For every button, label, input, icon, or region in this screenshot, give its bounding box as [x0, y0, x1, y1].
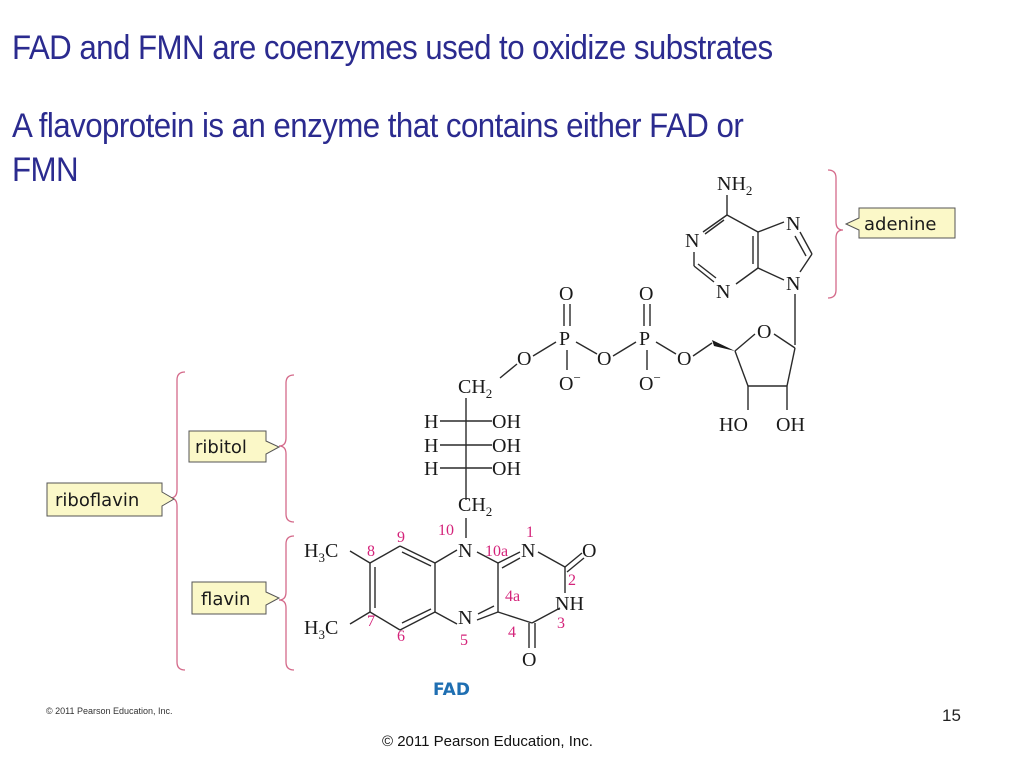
diphosphate-group: O P O O− O P O O− O — [499, 283, 713, 395]
atom-h-2: H — [424, 435, 438, 457]
atom-n5: N — [458, 607, 472, 629]
bullet-coenzymes: FAD and FMN are coenzymes used to oxidiz… — [12, 29, 773, 67]
ring-number-4a: 4a — [505, 588, 520, 605]
ring-number-5: 5 — [460, 632, 468, 649]
atom-oh-1: OH — [492, 411, 521, 433]
atom-n1: N — [521, 540, 535, 562]
svg-text:riboflavin: riboflavin — [55, 490, 139, 511]
callout-adenine: adenine — [844, 207, 956, 239]
brace-ribitol — [278, 374, 295, 523]
ring-number-10a: 10a — [485, 543, 508, 560]
atom-o-c4: O — [522, 649, 536, 671]
callout-ribitol: ribitol — [188, 430, 281, 463]
atom-oh-ribose: OH — [776, 414, 805, 436]
atom-n9-adenine: N — [786, 273, 800, 295]
atom-h3c-7: H3C — [304, 617, 338, 642]
callout-riboflavin: riboflavin — [46, 482, 175, 517]
atom-o-minus1: O− — [559, 370, 581, 395]
atom-ho-ribose: HO — [719, 414, 748, 436]
ring-number-4: 4 — [508, 624, 516, 641]
atom-n1-adenine: N — [685, 230, 699, 252]
ring-number-2: 2 — [568, 572, 576, 589]
brace-flavin — [278, 535, 295, 671]
svg-text:adenine: adenine — [864, 214, 936, 235]
brace-riboflavin — [169, 371, 186, 671]
ring-number-6: 6 — [397, 628, 405, 645]
atom-p2: P — [639, 328, 650, 350]
atom-h3c-8: H3C — [304, 540, 338, 565]
brace-adenine — [827, 169, 844, 299]
ring-number-10: 10 — [438, 522, 454, 539]
ring-number-3: 3 — [557, 615, 565, 632]
bullet-flavoprotein-cont: FMN — [12, 151, 79, 189]
flavin-ring: N N O NH O N H3C H3C — [304, 522, 596, 671]
atom-n3-adenine: N — [716, 281, 730, 303]
atom-o-c2: O — [582, 540, 596, 562]
bullet-flavoprotein: A flavoprotein is an enzyme that contain… — [12, 107, 744, 145]
atom-o-minus2: O− — [639, 370, 661, 395]
atom-n10: N — [458, 540, 472, 562]
footer-copyright: © 2011 Pearson Education, Inc. — [382, 733, 593, 750]
svg-text:flavin: flavin — [201, 589, 250, 610]
figure-copyright: © 2011 Pearson Education, Inc. — [46, 706, 173, 716]
atom-o-double1: O — [559, 283, 573, 305]
atom-h-3: H — [424, 458, 438, 480]
atom-o-bridge2: O — [597, 348, 611, 370]
atom-o-ribose: O — [757, 321, 771, 343]
atom-ch2-bottom: CH2 — [458, 494, 492, 519]
callout-flavin: flavin — [191, 581, 281, 615]
ring-number-1: 1 — [526, 524, 534, 541]
atom-oh-2: OH — [492, 435, 521, 457]
atom-nh3: NH — [555, 593, 584, 615]
ribose-group: O HO OH — [712, 321, 805, 436]
atom-ch2-top: CH2 — [458, 376, 492, 401]
ring-number-7: 7 — [367, 613, 375, 630]
atom-o-bridge1: O — [517, 348, 531, 370]
atom-p1: P — [559, 328, 570, 350]
atom-o-double2: O — [639, 283, 653, 305]
atom-h-1: H — [424, 411, 438, 433]
atom-nh2: NH2 — [717, 173, 752, 198]
atom-o-bridge3: O — [677, 348, 691, 370]
ring-number-9: 9 — [397, 529, 405, 546]
figure-title-fad: FAD — [433, 680, 470, 700]
svg-text:ribitol: ribitol — [195, 437, 247, 458]
page-number: 15 — [942, 706, 961, 725]
ring-number-8: 8 — [367, 543, 375, 560]
ribitol-chain: CH2 H OH H OH H OH CH2 — [424, 376, 521, 538]
atom-oh-3: OH — [492, 458, 521, 480]
adenine-group: NH2 N N N N — [685, 173, 813, 345]
atom-n7-adenine: N — [786, 213, 800, 235]
